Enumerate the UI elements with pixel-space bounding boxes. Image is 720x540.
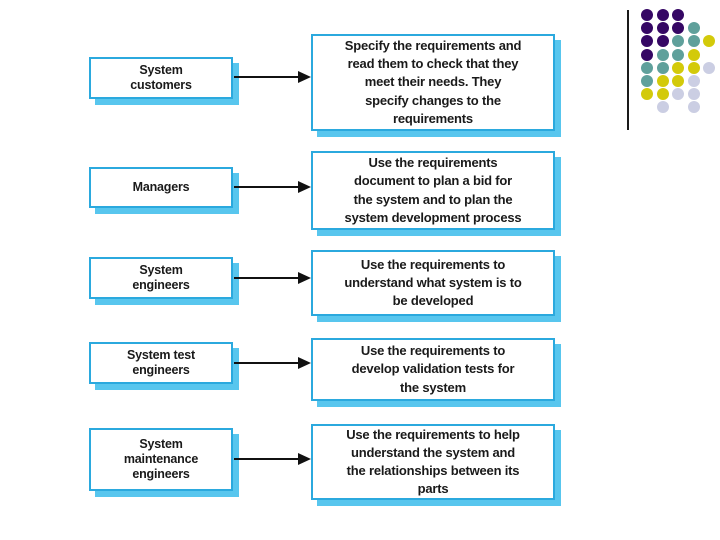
decorative-dot [687, 88, 700, 101]
decorative-dot [672, 75, 684, 87]
decorative-dot [641, 48, 653, 61]
decorative-dot [656, 61, 669, 74]
stakeholder-box-system-engineers: System engineers [89, 257, 233, 299]
decorative-dot [672, 48, 684, 61]
decorative-dot [687, 101, 700, 114]
usage-box-system-maintenance-engineers: Use the requirements to help understand … [311, 424, 555, 500]
decorative-dot [641, 22, 653, 35]
arrow-system-customers [234, 71, 311, 83]
stakeholder-box-system-test-engineers: System test engineers [89, 342, 233, 384]
decorative-dot [656, 9, 669, 21]
decorative-dot [656, 48, 669, 61]
arrow-managers [234, 181, 311, 193]
decorative-dot [641, 9, 653, 21]
decorative-dot [703, 35, 715, 48]
decorative-dot [641, 75, 653, 87]
decorative-dot [656, 75, 669, 87]
dot-pattern-decoration [641, 9, 719, 121]
arrow-system-maintenance-engineers [234, 453, 311, 465]
decorative-dot [703, 61, 715, 74]
decorative-dot [641, 35, 653, 48]
arrow-system-engineers [234, 272, 311, 284]
decorative-dot [672, 61, 684, 74]
decorative-dot [687, 22, 700, 35]
decorative-dot [641, 61, 653, 74]
decorative-dot [687, 61, 700, 74]
stakeholder-box-managers: Managers [89, 167, 233, 208]
stakeholder-box-system-maintenance-engineers: System maintenance engineers [89, 428, 233, 491]
decorative-dot [656, 101, 669, 114]
decorative-dot [656, 35, 669, 48]
decorative-dot [672, 9, 684, 21]
stakeholder-box-system-customers: System customers [89, 57, 233, 99]
decorative-dot [656, 88, 669, 101]
decorative-dot [672, 88, 684, 101]
usage-box-system-engineers: Use the requirements to understand what … [311, 250, 555, 316]
vertical-rule-decoration [627, 10, 629, 130]
decorative-dot [672, 22, 684, 35]
decorative-dot [672, 35, 684, 48]
usage-box-system-customers: Specify the requirements and read them t… [311, 34, 555, 131]
decorative-dot [641, 88, 653, 101]
usage-box-system-test-engineers: Use the requirements to develop validati… [311, 338, 555, 401]
usage-box-managers: Use the requirements document to plan a … [311, 151, 555, 230]
arrow-system-test-engineers [234, 357, 311, 369]
decorative-dot [687, 35, 700, 48]
decorative-dot [656, 22, 669, 35]
decorative-dot [687, 48, 700, 61]
decorative-dot [687, 75, 700, 87]
